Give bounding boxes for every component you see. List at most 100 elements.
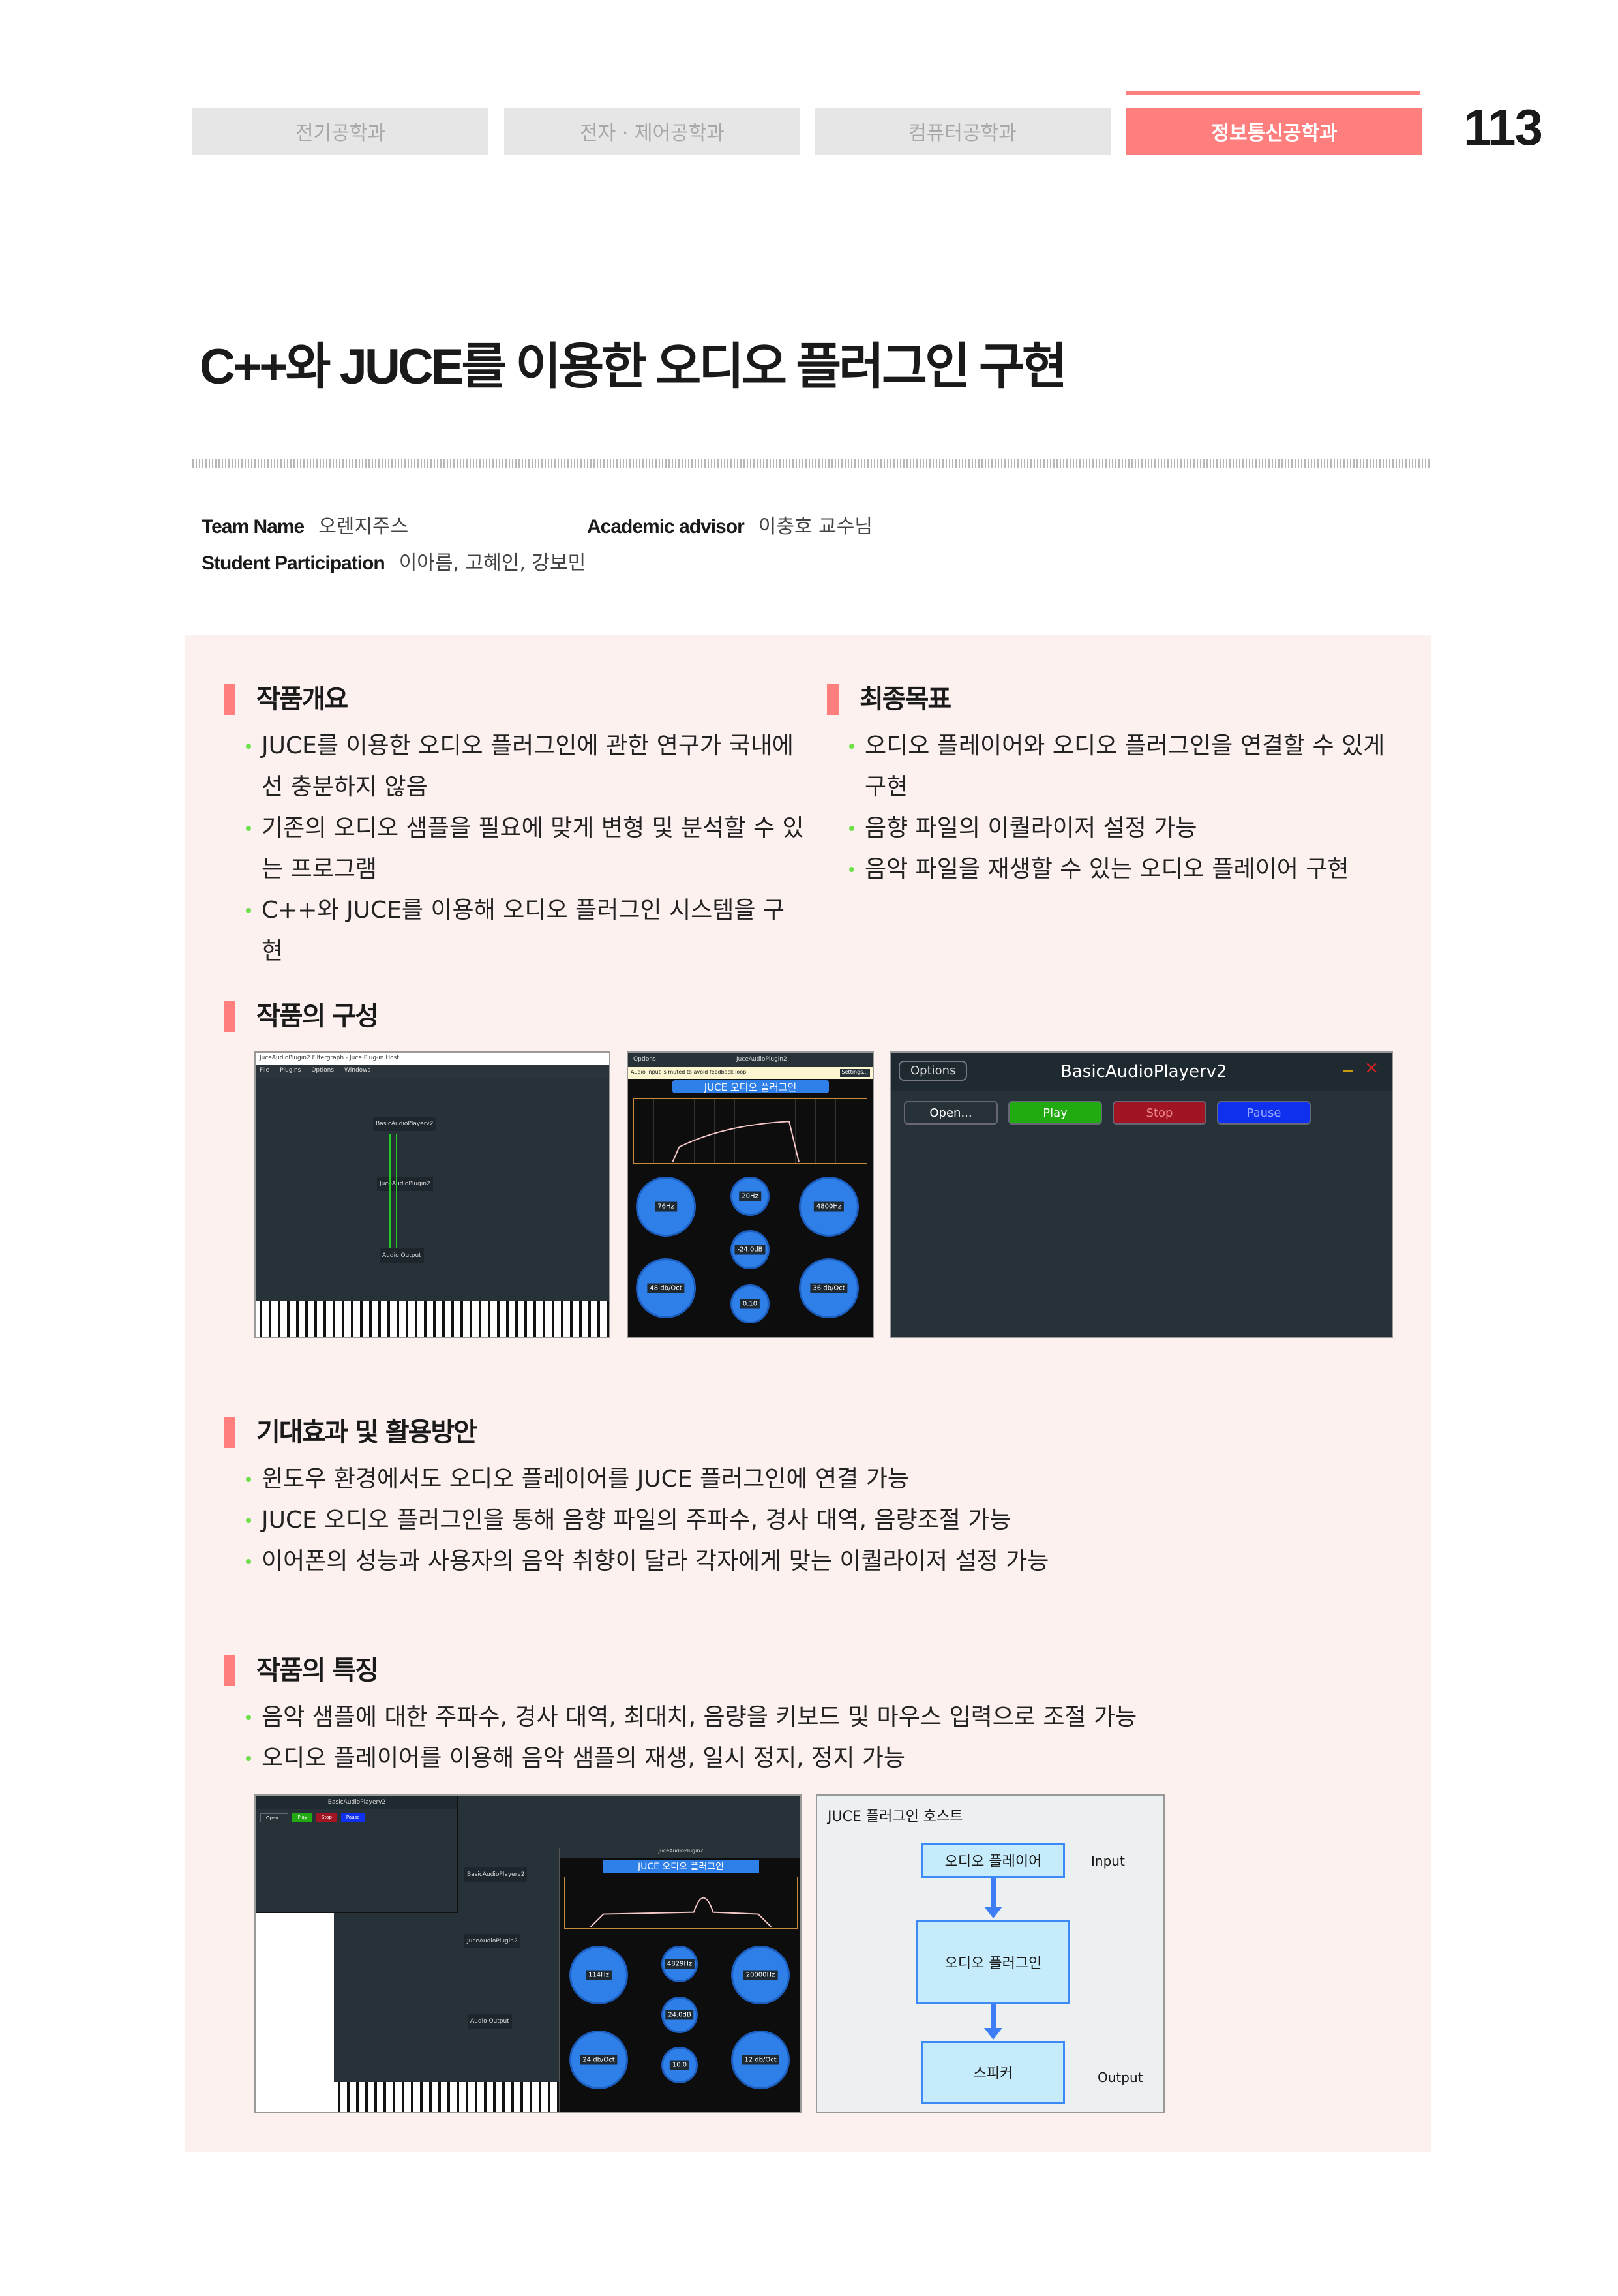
plugin-banner: JUCE 오디오 플러그인 <box>672 1080 829 1093</box>
input-label: Input <box>1091 1853 1125 1869</box>
combined-app-screenshot: BasicAudioPlayerv2 Open... Play Stop Pau… <box>254 1794 802 2113</box>
play-button[interactable]: Play <box>1008 1101 1102 1125</box>
peak-gain-knob[interactable]: -24.0dB <box>730 1230 770 1269</box>
menu-plugins: Plugins <box>280 1067 301 1074</box>
output-label: Output <box>1098 2070 1143 2085</box>
list-item: 기존의 오디오 샘플을 필요에 맞게 변형 및 분석할 수 있는 프로그램 <box>224 808 804 890</box>
section-overview: 작품개요 JUCE를 이용한 오디오 플러그인에 관한 연구가 국내에선 충분하… <box>224 682 811 972</box>
bullet-icon <box>246 1559 251 1564</box>
settings-button: Settings... <box>839 1069 870 1077</box>
window-title: JuceAudioPlugin2 Filtergraph - Juce Plug… <box>256 1053 609 1065</box>
advisor-label: Academic advisor <box>587 516 745 537</box>
tab-computer[interactable]: 컴퓨터공학과 <box>815 108 1111 155</box>
graph-node: BasicAudioPlayerv2 <box>373 1117 436 1131</box>
bullet-icon <box>849 744 854 749</box>
plugin-title: JuceAudioPlugin2 <box>736 1056 787 1063</box>
player-title: BasicAudioPlayerv2 <box>1060 1062 1227 1081</box>
section-heading: 최종목표 <box>827 682 1414 716</box>
connection-line <box>396 1134 397 1248</box>
list-item: 오디오 플레이어와 오디오 플러그인을 연결할 수 있게 구현 <box>827 725 1401 808</box>
section-effects: 기대효과 및 활용방안 윈도우 환경에서도 오디오 플레이어를 JUCE 플러그… <box>224 1415 1049 1582</box>
options-button: Options <box>633 1056 656 1063</box>
section-heading: 작품의 구성 <box>224 999 379 1033</box>
pause-button[interactable]: Pause <box>1217 1101 1311 1125</box>
advisor-value: 이충호 교수님 <box>758 515 873 538</box>
tab-information-communication[interactable]: 정보통신공학과 <box>1126 108 1422 155</box>
piano-keyboard <box>334 2082 559 2112</box>
bullet-icon <box>849 826 854 831</box>
high-cut-frequency-knob[interactable]: 4800Hz <box>799 1177 859 1237</box>
list-item: 음향 파일의 이퀄라이저 설정 가능 <box>827 808 1401 849</box>
audio-plugin-screenshot: Options JuceAudioPlugin2 Audio input is m… <box>627 1051 874 1338</box>
speaker-box: 스피커 <box>921 2041 1065 2104</box>
section-features: 작품의 특징 음악 샘플에 대한 주파수, 경사 대역, 최대치, 음량을 키보… <box>224 1654 1137 1779</box>
peak-quality-knob[interactable]: 0.10 <box>730 1284 770 1323</box>
bullet-icon <box>246 826 251 831</box>
active-tab-indicator <box>1126 91 1420 95</box>
audio-player-box: 오디오 플레이어 <box>921 1843 1065 1878</box>
notice-text: Audio input is muted to avoid feedback l… <box>631 1069 747 1075</box>
audio-plugin-box: 오디오 플러그인 <box>916 1920 1070 2004</box>
section-goal: 최종목표 오디오 플레이어와 오디오 플러그인을 연결할 수 있게 구현 음향 … <box>827 682 1414 890</box>
graph-node: JuceAudioPlugin2 <box>464 1934 520 1948</box>
heading-marker <box>224 1655 235 1686</box>
plugin-host-diagram: JUCE 플러그인 호스트 오디오 플레이어 Input 오디오 플러그인 스피… <box>816 1794 1165 2113</box>
list-item: C++와 JUCE를 이용해 오디오 플러그인 시스템을 구현 <box>224 890 804 972</box>
low-cut-slope-knob[interactable]: 48 db/Oct <box>636 1258 696 1318</box>
list-item: 윈도우 환경에서도 오디오 플레이어를 JUCE 플러그인에 연결 가능 <box>224 1458 1049 1500</box>
piano-keyboard <box>256 1301 609 1337</box>
graph-node: Audio Output <box>468 2014 512 2029</box>
options-button[interactable]: Options <box>899 1061 968 1081</box>
minimize-icon[interactable] <box>1343 1070 1353 1072</box>
academic-advisor: Academic advisor 이충호 교수님 <box>587 510 873 539</box>
dotted-divider <box>192 459 1431 468</box>
page-number: 113 <box>1463 98 1543 156</box>
graph-node: JuceAudioPlugin2 <box>377 1177 433 1191</box>
diagram-title: JUCE 플러그인 호스트 <box>828 1809 963 1825</box>
menu-windows: Windows <box>344 1067 371 1074</box>
team-name-value: 오렌지주스 <box>318 515 409 538</box>
connection-line <box>389 1134 391 1248</box>
bullet-icon <box>246 744 251 749</box>
menu-file: File <box>260 1067 270 1074</box>
plugin-window: JuceAudioPlugin2 JUCE 오디오 플러그인 114Hz 482… <box>559 1848 800 2112</box>
bullet-icon <box>849 867 854 872</box>
list-item: 이어폰의 성능과 사용자의 음악 취향이 달라 각자에게 맞는 이퀄라이저 설정… <box>224 1541 1049 1582</box>
close-icon[interactable]: × <box>1364 1058 1379 1078</box>
page-title: C++와 JUCE를 이용한 오디오 플러그인 구현 <box>200 339 1068 395</box>
heading-marker <box>224 1417 235 1448</box>
plugin-host-screenshot: JuceAudioPlugin2 Filtergraph - Juce Plug… <box>254 1051 610 1338</box>
graph-node: BasicAudioPlayerv2 <box>464 1867 528 1882</box>
bullet-icon <box>246 908 251 913</box>
high-cut-slope-knob[interactable]: 36 db/Oct <box>799 1258 859 1318</box>
stop-button[interactable]: Stop <box>1113 1101 1206 1125</box>
list-item: JUCE를 이용한 오디오 플러그인에 관한 연구가 국내에선 충분하지 않음 <box>224 725 804 808</box>
bullet-icon <box>246 1756 251 1761</box>
tab-electronics-control[interactable]: 전자 · 제어공학과 <box>504 108 800 155</box>
graph-node: Audio Output <box>380 1248 424 1263</box>
heading-marker <box>224 684 235 715</box>
audio-player-screenshot: Options BasicAudioPlayerv2 × Open... Pla… <box>890 1051 1393 1338</box>
low-cut-frequency-knob[interactable]: 76Hz <box>636 1177 696 1237</box>
tab-electrical[interactable]: 전기공학과 <box>192 108 488 155</box>
section-heading: 작품개요 <box>224 682 811 716</box>
player-window: BasicAudioPlayerv2 Open... Play Stop Pau… <box>256 1796 458 1913</box>
list-item: 음악 샘플에 대한 주파수, 경사 대역, 최대치, 음량을 키보드 및 마우스… <box>224 1697 1137 1738</box>
open-button[interactable]: Open... <box>904 1101 998 1125</box>
arrow-down-icon <box>991 1878 996 1911</box>
students-value: 이아름, 고혜인, 강보민 <box>398 552 586 575</box>
menu-bar: File Plugins Options Windows <box>256 1065 609 1078</box>
section-heading: 작품의 특징 <box>224 1654 1137 1687</box>
bullet-icon <box>246 1518 251 1523</box>
list-item: JUCE 오디오 플러그인을 통해 음향 파일의 주파수, 경사 대역, 음량조… <box>224 1500 1049 1541</box>
bullet-icon <box>246 1715 251 1720</box>
peak-frequency-knob[interactable]: 20Hz <box>730 1177 770 1216</box>
list-item: 음악 파일을 재생할 수 있는 오디오 플레이어 구현 <box>827 849 1401 890</box>
frequency-response-graph <box>633 1098 867 1164</box>
section-heading: 기대효과 및 활용방안 <box>224 1415 1049 1449</box>
menu-options: Options <box>311 1067 335 1074</box>
arrow-down-icon <box>991 2004 996 2031</box>
list-item: 오디오 플레이어를 이용해 음악 샘플의 재생, 일시 정지, 정지 가능 <box>224 1738 1137 1779</box>
section-composition: 작품의 구성 <box>224 999 379 1033</box>
